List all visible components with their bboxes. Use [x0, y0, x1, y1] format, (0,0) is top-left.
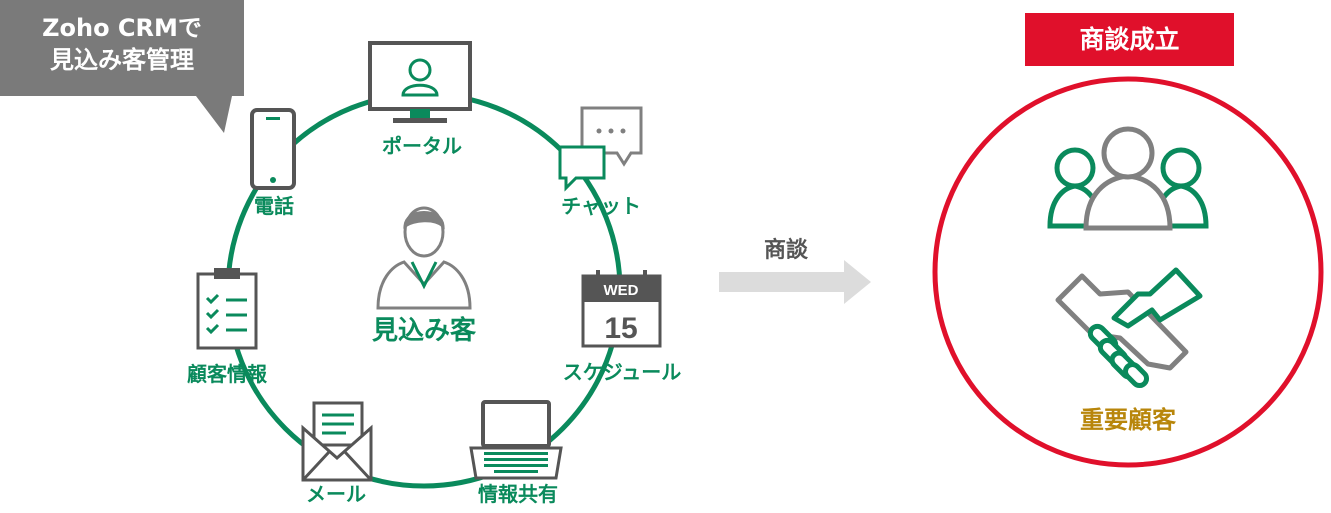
- callout-bubble: [0, 0, 244, 133]
- callout-line2: 見込み客管理: [50, 46, 194, 74]
- negotiation-arrow: [719, 260, 871, 304]
- prospect-person-icon: [376, 206, 472, 310]
- key-customer-label: 重要顧客: [1080, 406, 1176, 434]
- callout-line1: Zoho CRMで: [42, 14, 202, 42]
- customers-group-icon: [1047, 126, 1209, 231]
- calendar-day: WED: [604, 282, 639, 299]
- calendar-icon: [581, 270, 662, 348]
- label-customer-info: 顧客情報: [187, 362, 267, 386]
- mail-envelope-icon: [301, 401, 373, 482]
- arrow-label: 商談: [763, 238, 809, 263]
- label-info-share: 情報共有: [478, 482, 558, 506]
- callout-text: Zoho CRMで 見込み客管理: [0, 12, 244, 76]
- deal-closed-badge: 商談成立: [1025, 13, 1234, 66]
- chat-bubbles-icon: [558, 106, 643, 192]
- portal-monitor-icon: [368, 41, 472, 123]
- label-mail: メール: [306, 482, 366, 506]
- handshake-icon: [1055, 267, 1203, 389]
- calendar-date: 15: [604, 312, 637, 345]
- laptop-icon: [469, 400, 563, 480]
- callout: Zoho CRMで 見込み客管理: [0, 0, 244, 96]
- smartphone-icon: [250, 108, 296, 190]
- clipboard-checklist-icon: [196, 268, 258, 350]
- label-chat: チャット: [561, 194, 641, 218]
- label-phone: 電話: [254, 194, 294, 218]
- label-prospect: 見込み客: [371, 316, 477, 346]
- result-ring: [932, 76, 1324, 468]
- label-schedule: スケジュール: [562, 360, 682, 384]
- label-portal: ポータル: [382, 134, 462, 158]
